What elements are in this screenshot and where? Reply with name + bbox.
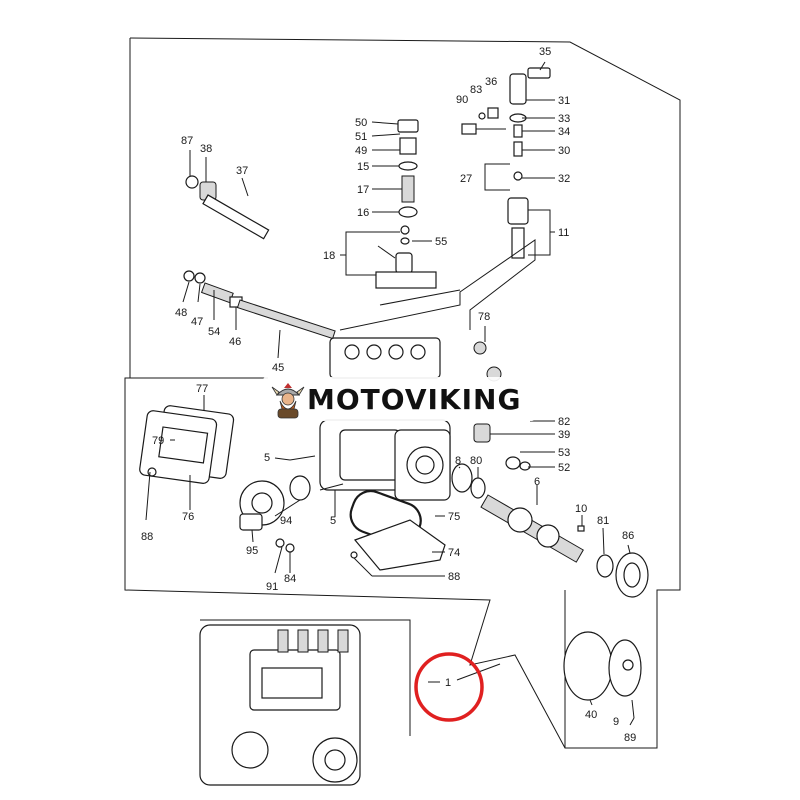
plunger-stack bbox=[375, 119, 437, 289]
part-label: 81 bbox=[597, 515, 609, 527]
part-label: 74 bbox=[448, 547, 460, 559]
part-label: 37 bbox=[236, 165, 248, 177]
leader-lines bbox=[170, 61, 635, 726]
part-label: 77 bbox=[196, 383, 208, 395]
pump-assembly-illustration bbox=[199, 624, 361, 786]
part-label: 15 bbox=[357, 161, 369, 173]
part-label: 87 bbox=[181, 135, 193, 147]
side-cover-group bbox=[139, 405, 344, 553]
part-label: 45 bbox=[272, 362, 284, 374]
governor-cover-group bbox=[563, 631, 642, 719]
brand-watermark: MOTOVIKING bbox=[263, 377, 535, 421]
part-label: 36 bbox=[485, 76, 497, 88]
pump-housing bbox=[319, 239, 536, 501]
control-rack-parts bbox=[183, 175, 336, 340]
part-label: 40 bbox=[585, 709, 597, 721]
part-label: 84 bbox=[284, 573, 296, 585]
part-label: 35 bbox=[539, 46, 551, 58]
part-label: 18 bbox=[323, 250, 335, 262]
pump-picture-boundary bbox=[200, 619, 411, 736]
brand-name: MOTOVIKING bbox=[307, 382, 522, 416]
part-label: 76 bbox=[182, 511, 194, 523]
part-number-labels: 35 36 83 90 31 33 34 30 27 32 11 50 51 4… bbox=[141, 46, 636, 744]
part-label: 46 bbox=[229, 336, 241, 348]
camshaft-group bbox=[451, 341, 649, 598]
part-label: 5 bbox=[330, 515, 336, 527]
viking-warrior-icon bbox=[271, 383, 305, 419]
part-label: 39 bbox=[558, 429, 570, 441]
part-label: 16 bbox=[357, 207, 369, 219]
part-label: 8 bbox=[455, 455, 461, 467]
part-label: 53 bbox=[558, 447, 570, 459]
part-label: 89 bbox=[624, 732, 636, 744]
part-label: 30 bbox=[558, 145, 570, 157]
part-label: 88 bbox=[448, 571, 460, 583]
part-label: 31 bbox=[558, 95, 570, 107]
part-label: 86 bbox=[622, 530, 634, 542]
part-label: 75 bbox=[448, 511, 460, 523]
part-label: 88 bbox=[141, 531, 153, 543]
part-label: 47 bbox=[191, 316, 203, 328]
part-label: 10 bbox=[575, 503, 587, 515]
part-label: 33 bbox=[558, 113, 570, 125]
part-label: 9 bbox=[613, 716, 619, 728]
part-label: 48 bbox=[175, 307, 187, 319]
part-label: 78 bbox=[478, 311, 490, 323]
part-label: 54 bbox=[208, 326, 220, 338]
part-label: 52 bbox=[558, 462, 570, 474]
part-label: 95 bbox=[246, 545, 258, 557]
part-label: 55 bbox=[435, 236, 447, 248]
part-label: 49 bbox=[355, 145, 367, 157]
part-label: 6 bbox=[534, 476, 540, 488]
part-label: 82 bbox=[558, 416, 570, 428]
highlight-circle bbox=[414, 652, 484, 722]
part-label: 11 bbox=[558, 227, 569, 239]
part-label: 79 bbox=[152, 435, 164, 447]
delivery-valve-holder bbox=[461, 67, 551, 259]
part-label: 34 bbox=[558, 126, 570, 138]
part-label: 51 bbox=[355, 131, 367, 143]
part-label: 90 bbox=[456, 94, 468, 106]
part-label: 94 bbox=[280, 515, 292, 527]
part-label: 17 bbox=[357, 184, 369, 196]
part-label: 38 bbox=[200, 143, 212, 155]
part-label: 80 bbox=[470, 455, 482, 467]
part-label: 83 bbox=[470, 84, 482, 96]
part-label: 32 bbox=[558, 173, 570, 185]
part-label: 1 bbox=[445, 677, 451, 689]
part-label: 5 bbox=[264, 452, 270, 464]
part-label: 27 bbox=[460, 173, 472, 185]
part-label: 91 bbox=[266, 581, 278, 593]
part-label: 50 bbox=[355, 117, 367, 129]
